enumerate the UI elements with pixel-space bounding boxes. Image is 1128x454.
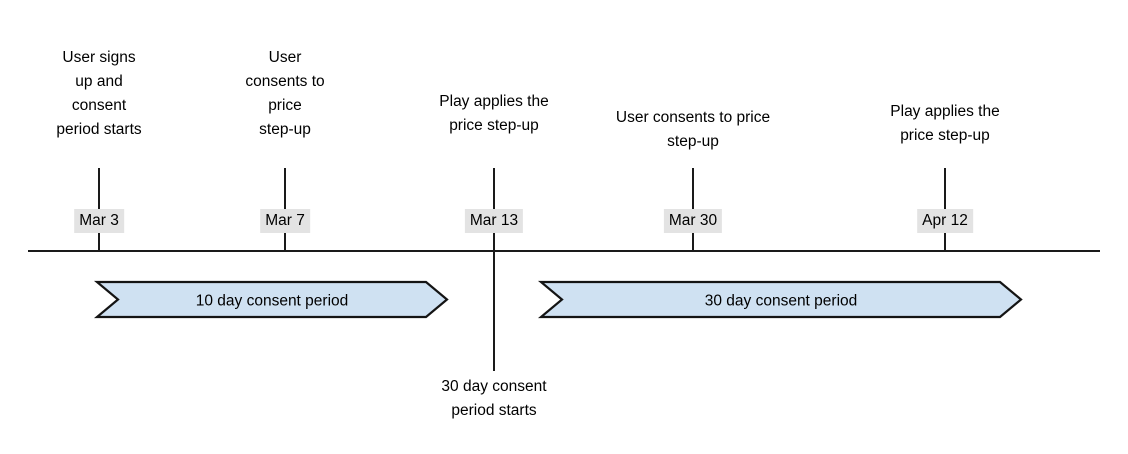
event-label-stepup-applied-2: Play applies the price step-up [890,103,1000,144]
consent-banner-consent-period-30 [537,280,1023,319]
consent-banner-shape [93,280,449,319]
event-label-stepup-applied-1: Play applies the price step-up [439,93,549,134]
timeline-axis [28,250,1100,252]
consent-banner-shape [537,280,1023,319]
event-label-signup: User signs up and consent period starts [56,49,142,138]
consent-banner-label-consent-period-10: 10 day consent period [195,292,349,309]
date-chip-stepup-applied-1: Mar 13 [464,209,524,233]
date-chip-stepup-applied-2: Apr 12 [917,209,973,233]
annotation-label-thirty-day-start: 30 day consent period starts [441,378,547,419]
event-label-consent-10day: User consents to price step-up [245,49,325,138]
event-label-consent-30day: User consents to price step-up [615,109,771,150]
consent-banner-label-consent-period-30: 30 day consent period [704,292,858,309]
date-chip-consent-30day: Mar 30 [663,209,723,233]
annotation-connector-thirty-day-start [493,250,495,371]
date-chip-consent-10day: Mar 7 [260,209,310,233]
date-chip-signup: Mar 3 [74,209,124,233]
consent-banner-consent-period-10 [93,280,449,319]
